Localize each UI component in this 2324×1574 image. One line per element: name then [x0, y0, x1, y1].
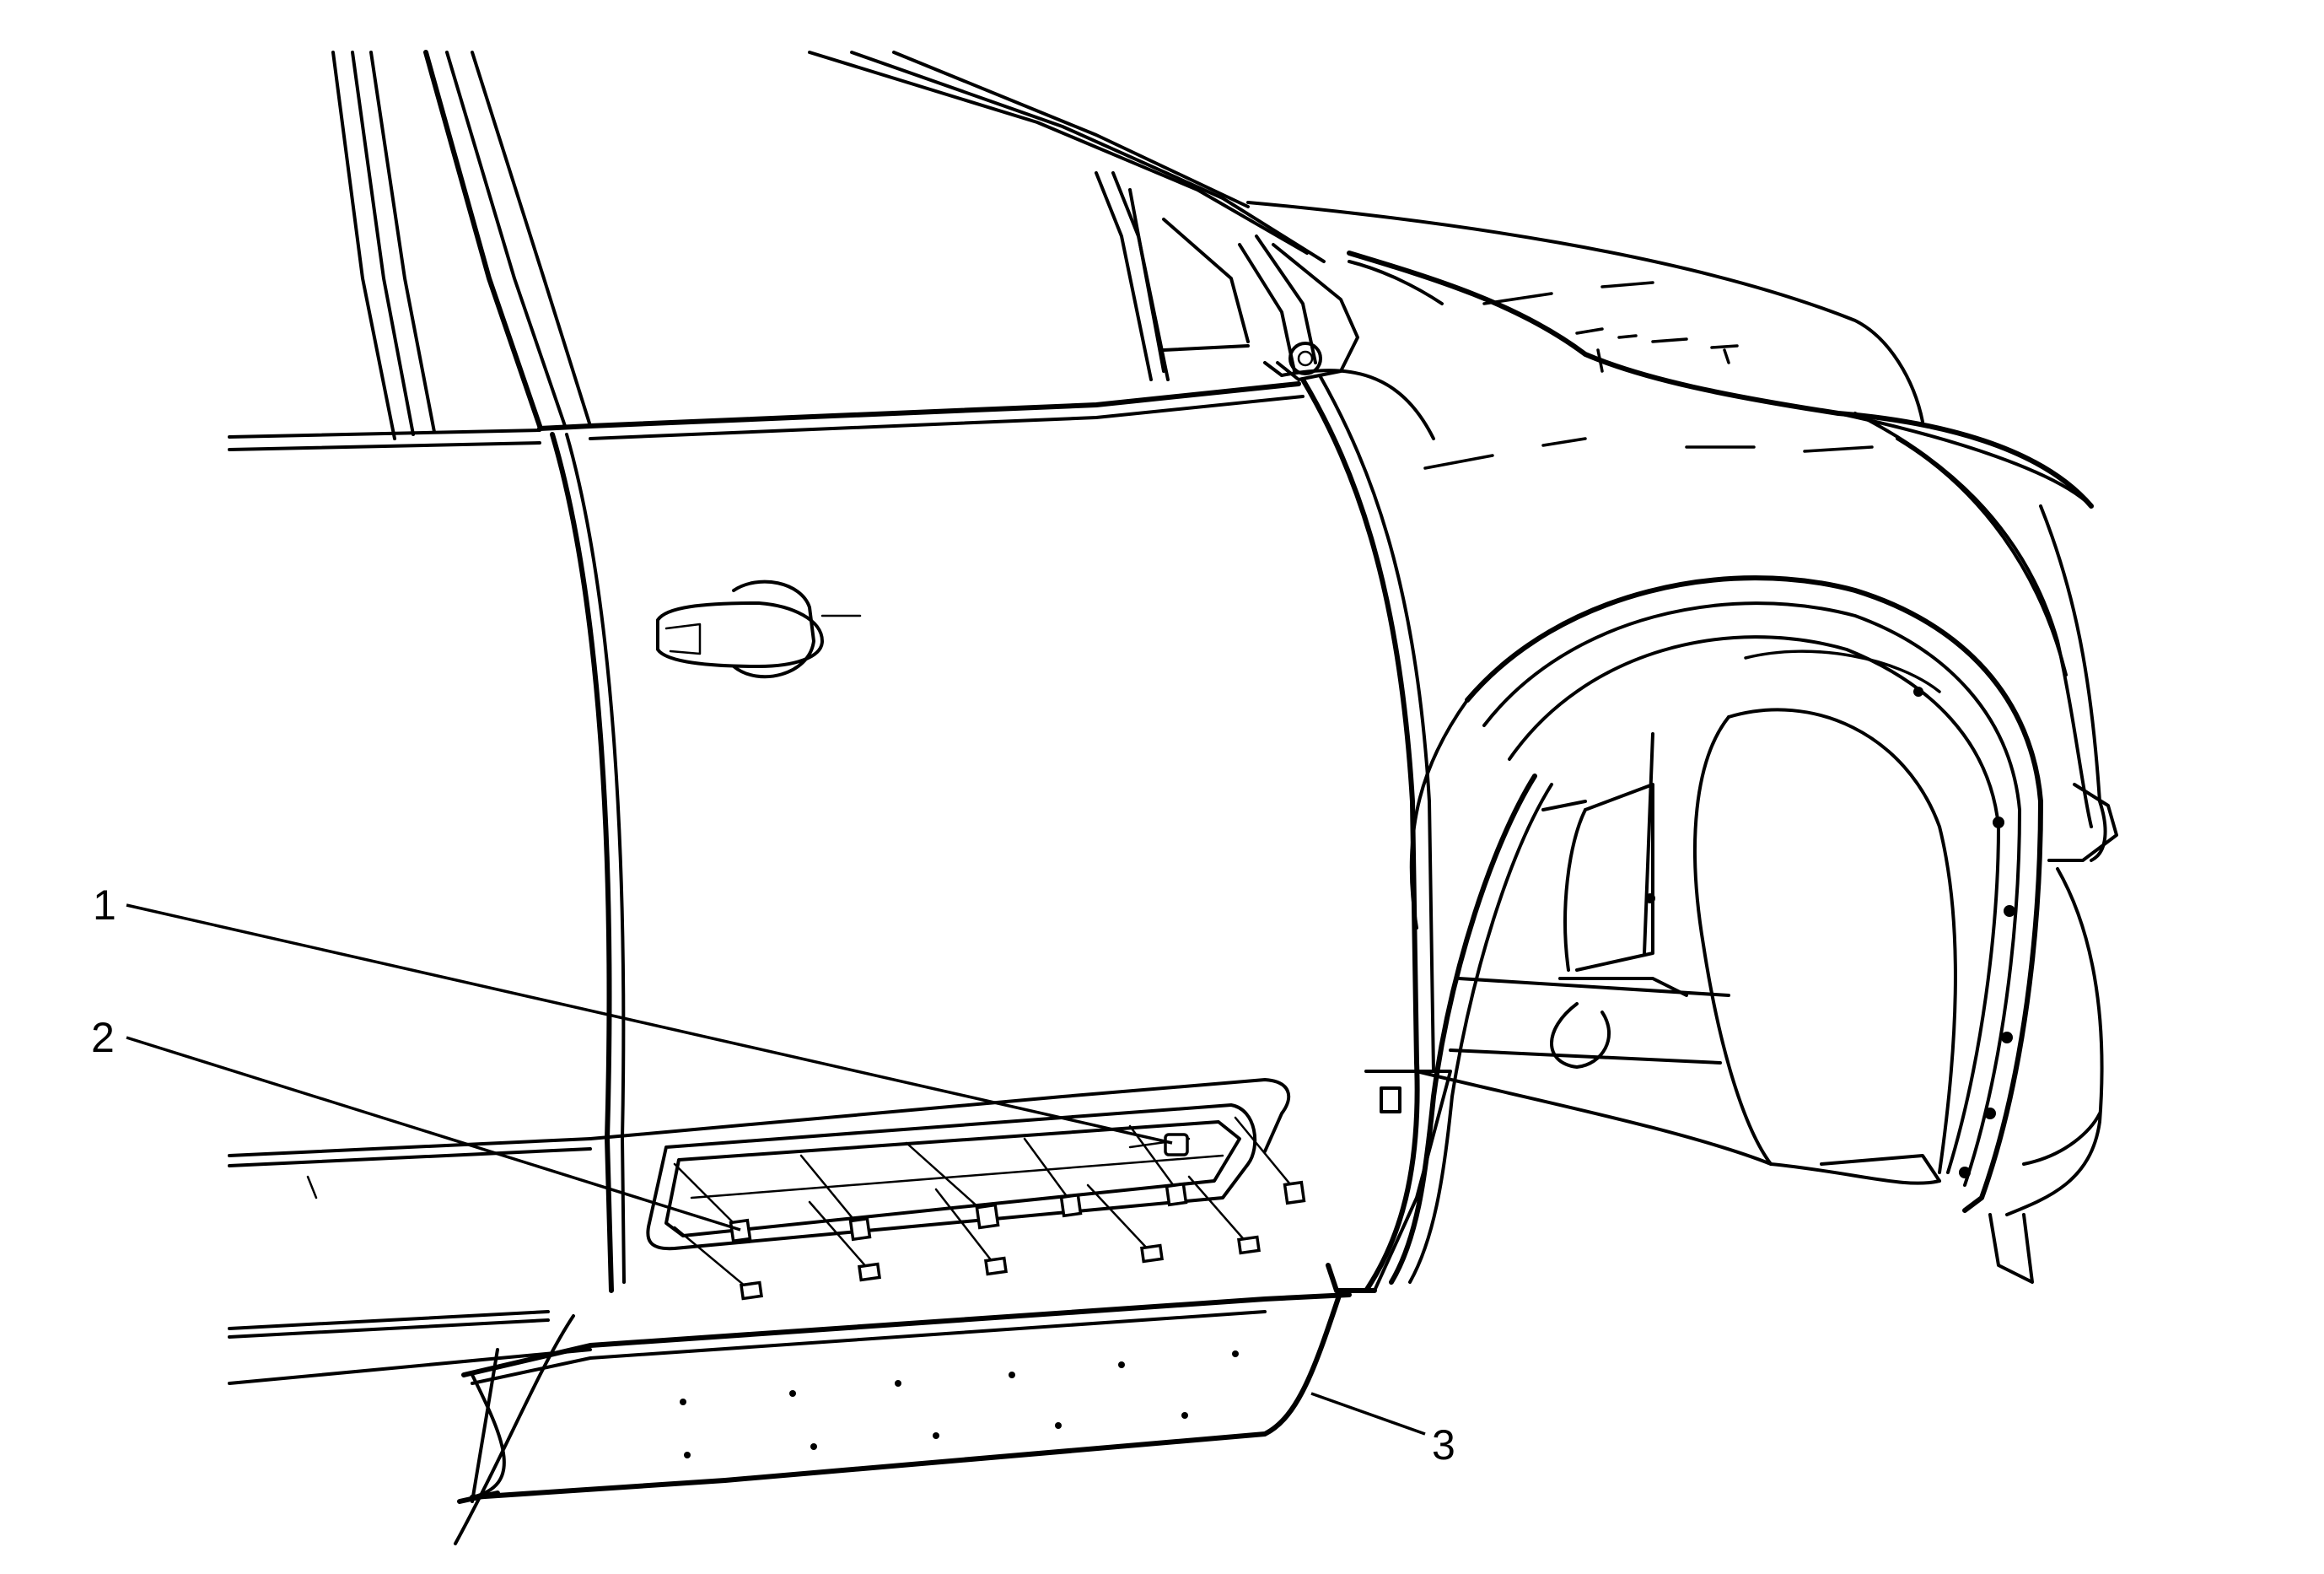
- fastener-clip: [1165, 1182, 1188, 1207]
- fastener-clip: [1237, 1235, 1261, 1255]
- fastener-clip: [858, 1262, 881, 1282]
- retainer-clip: [1164, 1133, 1189, 1156]
- side-mirror: [1263, 243, 1359, 381]
- fastener-clip: [984, 1256, 1008, 1276]
- rocker-molding-panel: [454, 1288, 1352, 1545]
- lower-body-lines: [228, 1078, 1291, 1385]
- belt-line: [228, 423, 593, 451]
- callout-leaders: [126, 903, 1426, 1436]
- fastener-clip: [1140, 1243, 1164, 1264]
- rocker-recess: [646, 1103, 1257, 1251]
- window-frame: [588, 51, 1326, 440]
- fastener-clip: [848, 1216, 872, 1242]
- leader-line-3: [1310, 1392, 1426, 1436]
- door-handle: [656, 579, 862, 679]
- fastener-clip: [975, 1203, 1000, 1230]
- front-door: [550, 374, 1435, 1293]
- front-fender: [1246, 201, 2118, 1284]
- b-pillar: [331, 50, 592, 440]
- fastener-clip: [740, 1280, 763, 1301]
- fastener-clip: [1059, 1193, 1083, 1218]
- fastener-clip: [729, 1218, 752, 1243]
- callout-3: 3: [1432, 1421, 1455, 1469]
- callout-2: 2: [91, 1014, 115, 1061]
- fastener-clip: [1283, 1180, 1306, 1205]
- leader-line-2: [126, 1036, 741, 1232]
- leader-line-1: [126, 903, 1173, 1145]
- fasteners: [673, 1116, 1306, 1301]
- fender-lower: [1326, 1070, 1452, 1293]
- callout-1: 1: [93, 881, 116, 929]
- wheel-arch: [1389, 575, 2101, 1285]
